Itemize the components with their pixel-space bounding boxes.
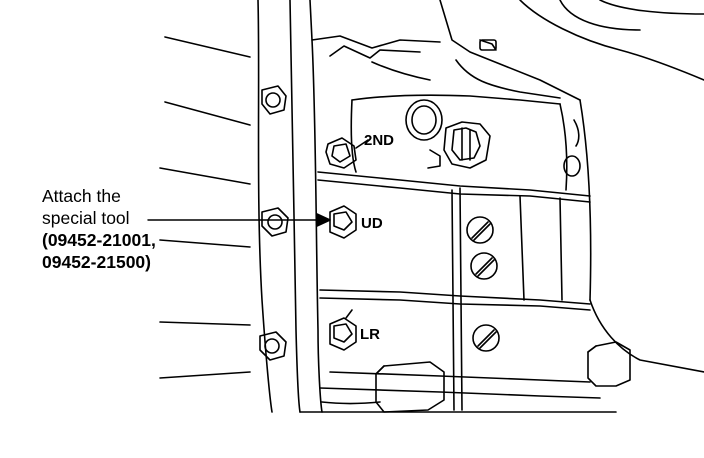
port-label-2nd: 2ND (364, 132, 395, 149)
valve-body-grid (317, 94, 601, 411)
callout-line-2: special tool (42, 208, 130, 228)
callout-part-number-1: (09452-21001, (42, 230, 156, 250)
slotted-plugs (466, 216, 500, 352)
flange-bolts (259, 85, 289, 361)
callout-instruction: Attach the special tool (09452-21001, 09… (42, 186, 156, 276)
callout-line-1: Attach the (42, 186, 121, 206)
port-label-ud: UD (361, 215, 383, 232)
edge-leader-lines (159, 36, 251, 379)
plug-lr (329, 309, 357, 351)
callout-part-number-2: 09452-21500) (42, 252, 151, 272)
lower-blocks (321, 341, 631, 413)
callout-arrowhead (316, 213, 331, 227)
plug-2nd (325, 137, 369, 169)
plug-ud (329, 205, 357, 239)
port-label-lr: LR (360, 326, 380, 343)
case-housing (257, 0, 704, 413)
upper-bosses (405, 99, 581, 177)
